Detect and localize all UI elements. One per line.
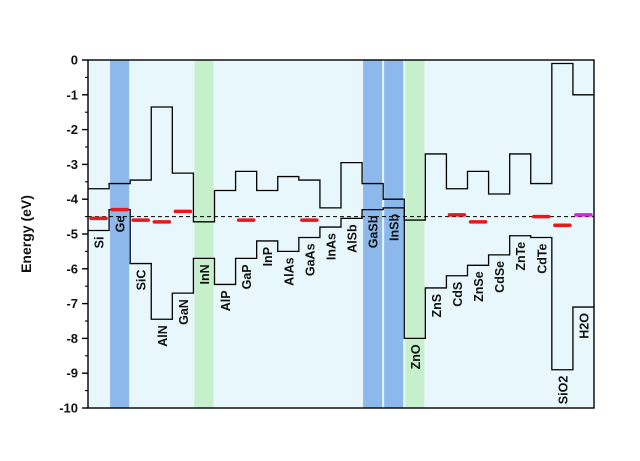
y-tick-label: -4 — [66, 192, 78, 207]
conduction-band-line — [88, 62, 594, 223]
y-tick-label: -1 — [66, 87, 78, 102]
plot-background — [88, 60, 594, 408]
y-axis-title: Energy (eV) — [18, 195, 34, 273]
material-label-inp: InP — [261, 247, 275, 266]
y-tick-label: -8 — [66, 331, 78, 346]
material-label-zns: ZnS — [430, 294, 444, 318]
material-label-sio2: SiO2 — [556, 376, 570, 405]
material-label-alas: AlAs — [282, 257, 296, 286]
highlight-column-ge — [110, 60, 130, 408]
material-label-sic: SiC — [135, 270, 149, 291]
material-label-gaas: GaAs — [303, 243, 317, 276]
material-label-ge: Ge — [114, 216, 128, 233]
y-tick-label: -5 — [66, 227, 78, 242]
material-label-cdte: CdTe — [535, 243, 549, 273]
valence-band-line — [88, 207, 594, 371]
material-label-si: Si — [93, 237, 107, 249]
y-tick-label: -6 — [66, 261, 78, 276]
highlight-column-gasb — [363, 60, 383, 408]
y-tick-label: -2 — [66, 122, 78, 137]
material-label-znte: ZnTe — [514, 242, 528, 271]
material-label-gasb: GaSb — [367, 215, 381, 248]
material-label-znse: ZnSe — [472, 271, 486, 302]
material-label-cds: CdS — [451, 282, 465, 307]
material-label-inas: InAs — [324, 233, 338, 260]
y-tick-label: 0 — [71, 53, 78, 68]
material-label-aln: AlN — [156, 325, 170, 347]
material-label-alp: AlP — [219, 290, 233, 311]
material-label-gap: GaP — [240, 264, 254, 289]
material-label-cdse: CdSe — [493, 261, 507, 293]
y-tick-label: -10 — [59, 401, 78, 416]
material-label-zno: ZnO — [409, 344, 423, 369]
material-label-gan: GaN — [177, 299, 191, 325]
y-tick-label: -9 — [66, 366, 78, 381]
y-tick-label: -7 — [66, 296, 78, 311]
highlight-column-insb — [384, 60, 404, 408]
material-label-insb: InSb — [388, 214, 402, 241]
highlight-column-zno — [405, 60, 425, 408]
y-tick-label: -3 — [66, 157, 78, 172]
material-label-inn: InN — [198, 264, 212, 284]
material-label-h2o: H2O — [577, 313, 591, 339]
highlight-column-inn — [194, 60, 214, 408]
y-axis: 0 -1 -2 -3 -4 -5 -6 -7 -8 -9 -10 — [59, 53, 595, 416]
material-label-alsb: AlSb — [346, 224, 360, 253]
